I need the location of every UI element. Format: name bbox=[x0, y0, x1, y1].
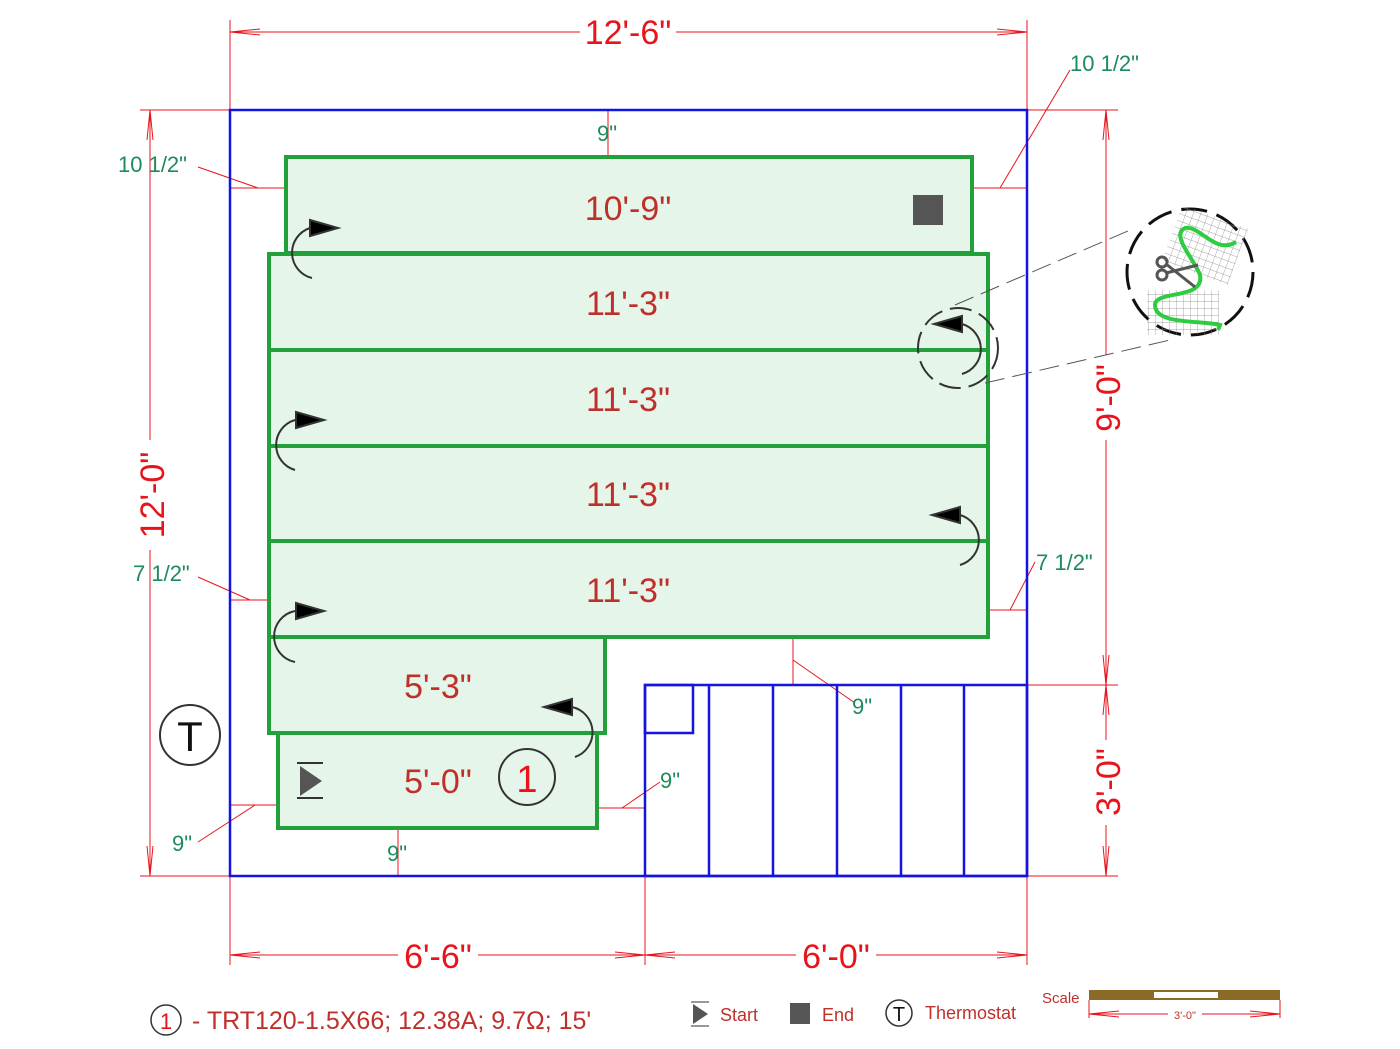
stairs bbox=[643, 683, 1029, 878]
dim-left-height: 12'-0" bbox=[134, 452, 172, 539]
dim-right-upper: 9'-0" bbox=[1090, 364, 1128, 432]
run-length: 11'-3" bbox=[586, 572, 670, 610]
dim-bottom-left: 6'-6" bbox=[404, 938, 472, 976]
thermostat-marker: T bbox=[177, 713, 203, 760]
cut-detail-callout bbox=[917, 204, 1255, 389]
extension-lines bbox=[140, 20, 1118, 965]
run-2 bbox=[267, 252, 990, 352]
scale-value: 3'-0" bbox=[1174, 1010, 1196, 1022]
end-marker-icon bbox=[913, 195, 943, 225]
zone-marker: 1 bbox=[516, 759, 537, 801]
offset-label: 9" bbox=[387, 841, 407, 866]
room-outline bbox=[228, 108, 1029, 878]
legend-thermostat-icon bbox=[885, 999, 913, 1027]
run-7 bbox=[276, 731, 599, 830]
legend-start-label: Start bbox=[720, 1005, 758, 1025]
run-length: 11'-3" bbox=[586, 285, 670, 323]
thermostat-icon bbox=[159, 704, 221, 766]
dim-right-lower: 3'-0" bbox=[1090, 748, 1128, 816]
legend-thermostat-label: Thermostat bbox=[925, 1003, 1016, 1023]
offset-label: 10 1/2" bbox=[1070, 51, 1139, 76]
scissors-icon bbox=[1155, 255, 1199, 289]
run-length: 5'-3" bbox=[404, 668, 472, 706]
run-3 bbox=[267, 348, 990, 448]
run-length: 10'-9" bbox=[585, 190, 672, 228]
scale-bar: 3'-0" bbox=[1088, 990, 1281, 1022]
dim-top-width: 12'-6" bbox=[585, 14, 672, 52]
start-marker-icon bbox=[297, 762, 323, 799]
run-1 bbox=[284, 155, 974, 255]
offset-label: 7 1/2" bbox=[133, 561, 190, 586]
offset-label: 9" bbox=[172, 831, 192, 856]
legend-end-icon bbox=[790, 1003, 810, 1024]
legend-zone-spec: - TRT120-1.5X66; 12.38A; 9.7Ω; 15' bbox=[192, 1007, 591, 1035]
offset-label: 10 1/2" bbox=[118, 152, 187, 177]
run-4 bbox=[267, 444, 990, 543]
legend-end-label: End bbox=[822, 1005, 854, 1025]
dim-bottom-right: 6'-0" bbox=[802, 938, 870, 976]
offset-label: 7 1/2" bbox=[1036, 550, 1093, 575]
offset-label: 9" bbox=[852, 694, 872, 719]
scale-label: Scale bbox=[1042, 990, 1080, 1007]
legend-start-icon bbox=[693, 1004, 708, 1024]
run-length: 11'-3" bbox=[586, 476, 670, 514]
legend-zone-number: 1 bbox=[160, 1009, 172, 1034]
zone-marker-circle bbox=[498, 748, 556, 806]
turn-arrow-icons bbox=[273, 218, 982, 758]
legend: 1 - TRT120-1.5X66; 12.38A; 9.7Ω; 15' Sta… bbox=[150, 990, 1281, 1036]
run-length: 5'-0" bbox=[404, 763, 472, 801]
run-length: 11'-3" bbox=[586, 381, 670, 419]
heating-runs bbox=[267, 155, 990, 830]
run-5 bbox=[267, 539, 990, 639]
offset-label: 9" bbox=[660, 768, 680, 793]
offset-label: 9" bbox=[597, 121, 617, 146]
legend-thermostat-symbol: T bbox=[893, 1004, 905, 1026]
